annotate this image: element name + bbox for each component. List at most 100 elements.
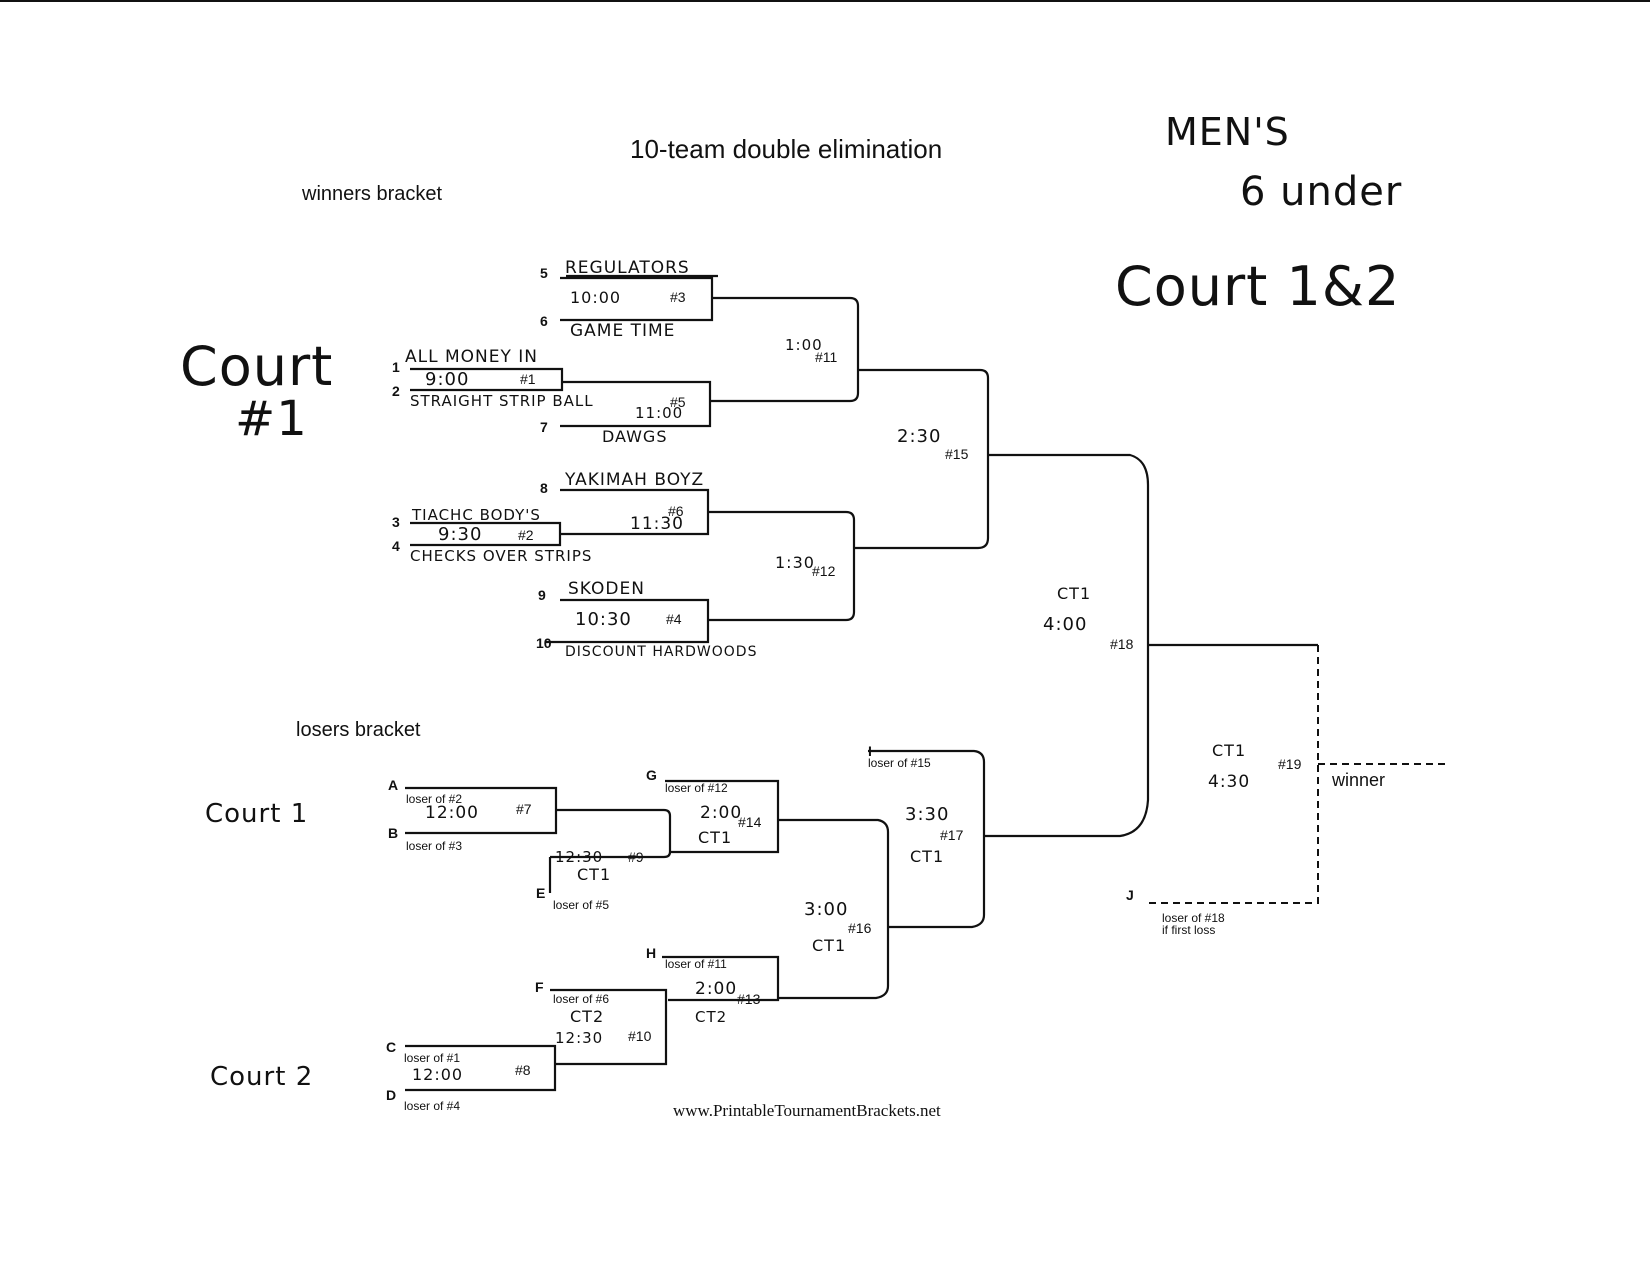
game-13-bracket xyxy=(662,955,780,1002)
slot-desc: loser of #12 xyxy=(665,781,728,795)
game-number: #14 xyxy=(738,814,762,830)
game-15-bracket xyxy=(854,368,990,550)
game-number: #19 xyxy=(1278,756,1302,772)
seed-number: 7 xyxy=(540,419,548,435)
game-time: 12:30 xyxy=(555,1029,603,1047)
game-19-bracket xyxy=(1145,645,1319,904)
game-time: 12:00 xyxy=(412,1065,463,1084)
seed-number: 6 xyxy=(540,313,548,329)
game-number: #9 xyxy=(628,849,644,865)
game-number: #8 xyxy=(515,1062,531,1078)
game-number: #16 xyxy=(848,920,872,936)
slot-letter: B xyxy=(388,825,398,841)
game-number: #12 xyxy=(812,563,836,579)
game-time: 3:00 xyxy=(804,899,848,920)
seed-number: 5 xyxy=(540,265,548,281)
game-17-bracket xyxy=(868,749,986,929)
winners-seeds: 5 REGULATORS 6 GAME TIME 1 ALL MONEY IN … xyxy=(392,258,757,660)
game-time: 11:30 xyxy=(630,514,684,534)
game-11-bracket xyxy=(710,296,860,403)
slot-letter: F xyxy=(535,979,544,995)
game-court: CT2 xyxy=(695,1008,727,1026)
slot-letter: A xyxy=(388,777,398,793)
game-number: #15 xyxy=(945,446,969,462)
game-16-bracket xyxy=(778,818,890,1000)
winner-label: winner xyxy=(1331,770,1385,790)
slot-desc: loser of #5 xyxy=(553,898,609,912)
slot-letter: G xyxy=(646,767,657,783)
game-court: CT1 xyxy=(812,936,846,955)
note-age: 6 under xyxy=(1240,169,1402,215)
note-court-one-b: #1 xyxy=(235,391,308,447)
game-time: 1:30 xyxy=(775,553,815,572)
game-court: CT1 xyxy=(577,865,611,884)
game-1-bracket xyxy=(410,367,564,392)
team-name: DAWGS xyxy=(602,427,667,446)
game-time: 2:30 xyxy=(897,426,941,447)
game-time: 4:00 xyxy=(1043,614,1087,635)
seed-number: 4 xyxy=(392,538,400,554)
team-name: ALL MONEY IN xyxy=(405,347,538,367)
losers-bracket-label: losers bracket xyxy=(296,719,421,741)
note-courts: Court 1&2 xyxy=(1115,255,1400,318)
game-5-bracket xyxy=(560,380,712,428)
slot-letter: D xyxy=(386,1087,396,1103)
game-time: 3:30 xyxy=(905,804,949,825)
game-time: 10:00 xyxy=(570,288,621,307)
team-name: DISCOUNT HARDWOODS xyxy=(565,644,757,660)
winners-bracket-label: winners bracket xyxy=(301,183,443,205)
seed-number: 2 xyxy=(392,383,400,399)
slot-desc: loser of #18 xyxy=(1162,911,1225,925)
seed-number: 1 xyxy=(392,359,400,375)
game-number: #11 xyxy=(815,349,838,365)
note-court-one-a: Court xyxy=(180,335,333,398)
game-time: 10:30 xyxy=(575,609,632,630)
team-name: TIACHC BODY'S xyxy=(411,506,541,524)
slot-letter: I xyxy=(868,743,872,759)
slot-desc: loser of #6 xyxy=(553,992,609,1006)
seed-number: 9 xyxy=(538,587,546,603)
slot-desc: if first loss xyxy=(1162,923,1215,937)
game-time: 12:30 xyxy=(555,848,603,866)
game-time: 9:30 xyxy=(438,524,482,545)
seed-number: 10 xyxy=(536,635,552,651)
game-number: #3 xyxy=(670,289,686,305)
note-division: MEN'S xyxy=(1165,110,1290,154)
game-court: CT1 xyxy=(1057,584,1091,603)
note-court-losers-2: Court 2 xyxy=(210,1062,313,1092)
game-number: #13 xyxy=(737,991,761,1007)
slot-desc: loser of #1 xyxy=(404,1051,460,1065)
game-number: #6 xyxy=(668,503,684,519)
team-name: STRAIGHT STRIP BALL xyxy=(410,392,594,410)
slot-desc: loser of #4 xyxy=(404,1099,460,1113)
seed-number: 3 xyxy=(392,514,400,530)
slot-desc: loser of #2 xyxy=(406,792,462,806)
game-time: 9:00 xyxy=(425,369,469,390)
game-number: #7 xyxy=(516,801,532,817)
team-name: YAKIMAH BOYZ xyxy=(564,470,704,490)
game-number: #17 xyxy=(940,827,964,843)
team-name: GAME TIME xyxy=(570,321,675,341)
slot-letter: H xyxy=(646,945,656,961)
game-number: #4 xyxy=(666,611,682,627)
winners-bracket-lines xyxy=(410,276,1318,838)
game-court: CT1 xyxy=(1212,741,1246,760)
game-12-bracket xyxy=(708,510,856,622)
slot-letter: J xyxy=(1126,887,1134,903)
slot-desc: loser of #15 xyxy=(868,756,931,770)
game-8-bracket xyxy=(405,1044,557,1092)
losers-games: 12:00 #7 12:30 #9 CT1 2:00 #14 CT1 3:30 … xyxy=(412,741,1302,1084)
team-name: CHECKS OVER STRIPS xyxy=(410,547,592,565)
game-court: CT1 xyxy=(910,847,944,866)
game-time: 12:00 xyxy=(425,803,479,823)
game-9-bracket xyxy=(550,808,672,859)
game-number: #5 xyxy=(670,394,686,410)
footer-url: www.PrintableTournamentBrackets.net xyxy=(673,1101,941,1120)
game-court: CT2 xyxy=(570,1007,604,1026)
seed-number: 8 xyxy=(540,480,548,496)
team-name: SKODEN xyxy=(568,579,645,599)
note-court-losers-1: Court 1 xyxy=(205,799,308,829)
game-time: 2:00 xyxy=(695,979,737,999)
